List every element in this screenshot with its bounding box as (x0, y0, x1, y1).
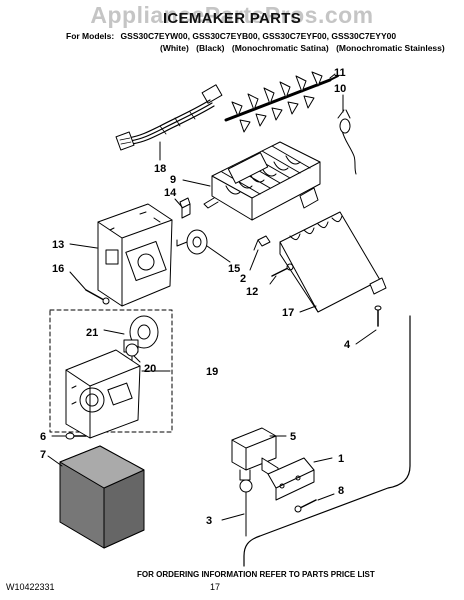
clip (179, 197, 191, 219)
assembly-outline (49, 309, 173, 433)
valve-bracket (267, 457, 315, 501)
model-number: GSS30C7EYF00, (262, 31, 329, 41)
control-housing (97, 203, 173, 307)
callout-20: 20 (144, 363, 156, 375)
motor-gear (176, 229, 208, 255)
stripper-bracket (279, 211, 387, 313)
model-number: GSS30C7EYW00, (120, 31, 190, 41)
callouts: 1 2 3 4 5 6 7 8 9 10 11 12 13 14 15 16 1… (40, 67, 351, 527)
variant-label: (Monochromatic Satina) (231, 43, 329, 53)
callout-1: 1 (338, 453, 344, 465)
page-title: ICEMAKER PARTS (162, 10, 302, 27)
callout-9: 9 (170, 174, 176, 186)
callout-2: 2 (240, 273, 246, 285)
variant-label: (Black) (196, 43, 225, 53)
callout-7: 7 (40, 449, 46, 461)
front-cover (59, 445, 145, 549)
callout-11: 11 (334, 67, 346, 79)
callout-4: 4 (344, 339, 351, 351)
ejector (224, 71, 339, 133)
screw (271, 263, 294, 277)
fill-tube (243, 315, 411, 567)
callout-17: 17 (282, 307, 294, 319)
callout-8: 8 (338, 485, 344, 497)
screw (65, 432, 87, 440)
callout-5: 5 (290, 431, 296, 443)
watermark: AppliancePartsPros.com (90, 2, 374, 28)
callout-21: 21 (86, 327, 98, 339)
callout-19: 19 (206, 366, 218, 378)
models-line: For Models: GSS30C7EYW00, GSS30C7EYB00, … (66, 31, 396, 41)
wire-harness (115, 84, 223, 151)
screw (374, 305, 382, 327)
page-number: 17 (210, 582, 221, 592)
shut-off-arm (253, 235, 271, 251)
variant-label: (White) (160, 43, 189, 53)
callout-16: 16 (52, 263, 64, 275)
callout-3: 3 (206, 515, 212, 527)
variant-label: (Monochromatic Stainless) (336, 43, 445, 53)
thermostat (337, 109, 357, 175)
model-number: GSS30C7EYB00, (192, 31, 260, 41)
water-valve (231, 427, 279, 493)
doc-number: W10422331 (6, 582, 55, 592)
screw (294, 499, 317, 513)
gear (125, 343, 139, 363)
control-module (65, 349, 141, 439)
callout-6: 6 (40, 431, 46, 443)
callout-15: 15 (228, 263, 240, 275)
screw (85, 289, 110, 305)
ordering-note: FOR ORDERING INFORMATION REFER TO PARTS … (137, 570, 375, 579)
callout-14: 14 (164, 187, 177, 199)
model-number: GSS30C7EYY00 (331, 31, 397, 41)
models-label: For Models: (66, 31, 115, 41)
callout-10: 10 (334, 83, 346, 95)
variants-line: (White) (Black) (Monochromatic Satina) (… (160, 43, 450, 53)
callout-12: 12 (246, 286, 258, 298)
callout-13: 13 (52, 239, 64, 251)
callout-18: 18 (154, 163, 166, 175)
ice-mold (203, 141, 321, 221)
